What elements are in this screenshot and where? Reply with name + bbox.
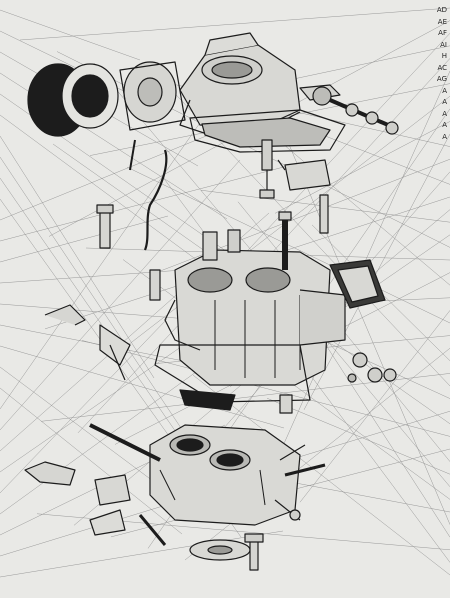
carburettor-main-body xyxy=(164,249,346,386)
leader-line xyxy=(0,106,212,410)
throttle-spindle xyxy=(89,423,326,477)
throttle-body-base xyxy=(149,424,301,526)
callout-label: AF xyxy=(438,29,447,37)
leader-line xyxy=(0,156,184,432)
leader-line xyxy=(0,268,198,284)
throttle-lever xyxy=(44,304,131,381)
callout-label: AC xyxy=(437,63,447,72)
leader-line xyxy=(299,310,450,503)
base-gasket xyxy=(154,344,311,411)
leader-line xyxy=(0,318,168,494)
leader-line xyxy=(0,159,241,431)
accelerator-pump-cover xyxy=(329,259,386,309)
leader-line xyxy=(0,530,284,578)
leader-line xyxy=(0,366,154,482)
leader-line xyxy=(19,7,450,41)
leader-line xyxy=(184,348,450,561)
vacuum-pipe xyxy=(129,139,168,251)
leader-line xyxy=(126,166,450,324)
leader-line xyxy=(0,215,169,263)
callout-label: A xyxy=(442,132,447,141)
top-cover-gasket xyxy=(189,109,346,153)
leader-line xyxy=(0,9,141,61)
float-needle-valve xyxy=(259,139,275,199)
leader-line xyxy=(315,132,450,185)
air-horn-top-cover xyxy=(179,32,301,136)
callout-label: A xyxy=(442,121,447,129)
leader-line xyxy=(40,373,450,422)
idle-screws-and-springs xyxy=(138,444,306,546)
leader-line xyxy=(0,345,285,429)
callout-label: A xyxy=(442,109,447,118)
leader-line xyxy=(274,121,450,214)
choke-spindle-assembly xyxy=(299,84,399,135)
mounting-gasket-bottom xyxy=(189,533,264,571)
leader-line xyxy=(303,133,450,410)
automatic-choke-cover xyxy=(27,61,186,137)
callout-label: AI xyxy=(440,40,447,49)
callout-label: AD xyxy=(436,6,447,14)
callout-label: AG xyxy=(436,75,447,83)
leader-line xyxy=(0,387,183,535)
callout-label: AE xyxy=(437,17,447,26)
leader-line xyxy=(266,398,450,475)
throttle-linkage xyxy=(24,461,131,536)
leader-line xyxy=(0,162,300,242)
leader-line xyxy=(0,371,197,515)
choke-tubes xyxy=(202,211,292,270)
leader-line xyxy=(192,374,450,576)
float-assembly xyxy=(277,159,331,191)
callout-label: A xyxy=(442,86,447,95)
callout-label: A xyxy=(442,98,447,106)
leader-line xyxy=(81,340,450,437)
leader-line xyxy=(0,135,155,379)
callout-label: H xyxy=(441,52,447,60)
small-fittings xyxy=(279,352,397,414)
leader-line xyxy=(307,317,450,538)
jet-screws xyxy=(96,194,329,301)
